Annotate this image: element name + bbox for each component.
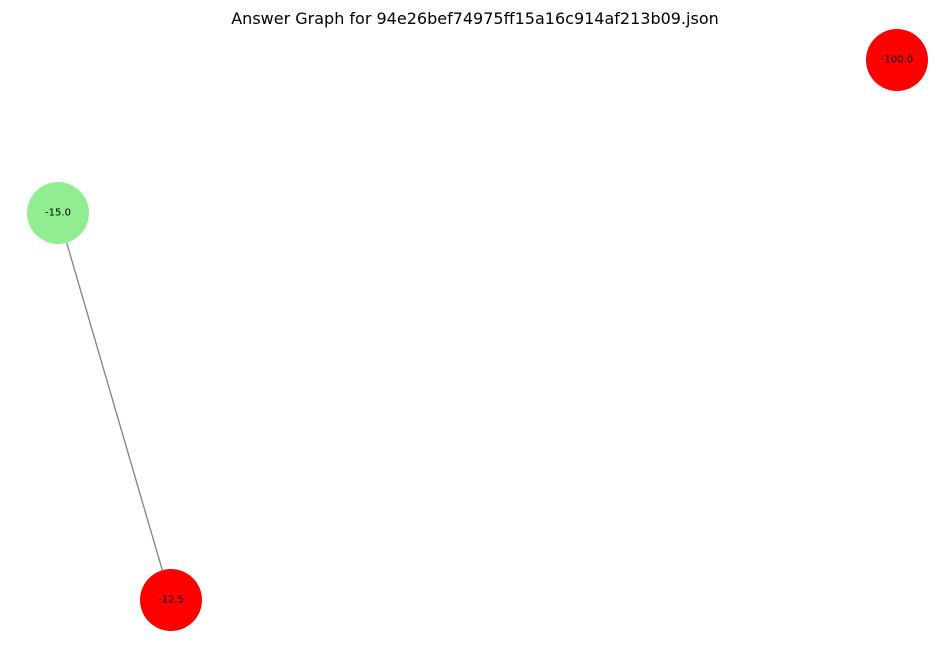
- graph-title: Answer Graph for 94e26bef74975ff15a16c91…: [231, 9, 719, 28]
- node-label: -15.0: [45, 208, 71, 219]
- node-circle: [866, 29, 928, 91]
- node-label: -12.5: [158, 595, 184, 606]
- graph-edge: [66, 242, 163, 571]
- graph-node: -100.0: [866, 29, 928, 91]
- graph-node: -15.0: [27, 182, 89, 244]
- node-circle: [140, 569, 202, 631]
- nodes-layer: -100.0 -15.0 -12.5: [27, 29, 928, 631]
- node-circle: [27, 182, 89, 244]
- edges-layer: [66, 242, 163, 571]
- graph-node: -12.5: [140, 569, 202, 631]
- node-label: -100.0: [881, 55, 913, 66]
